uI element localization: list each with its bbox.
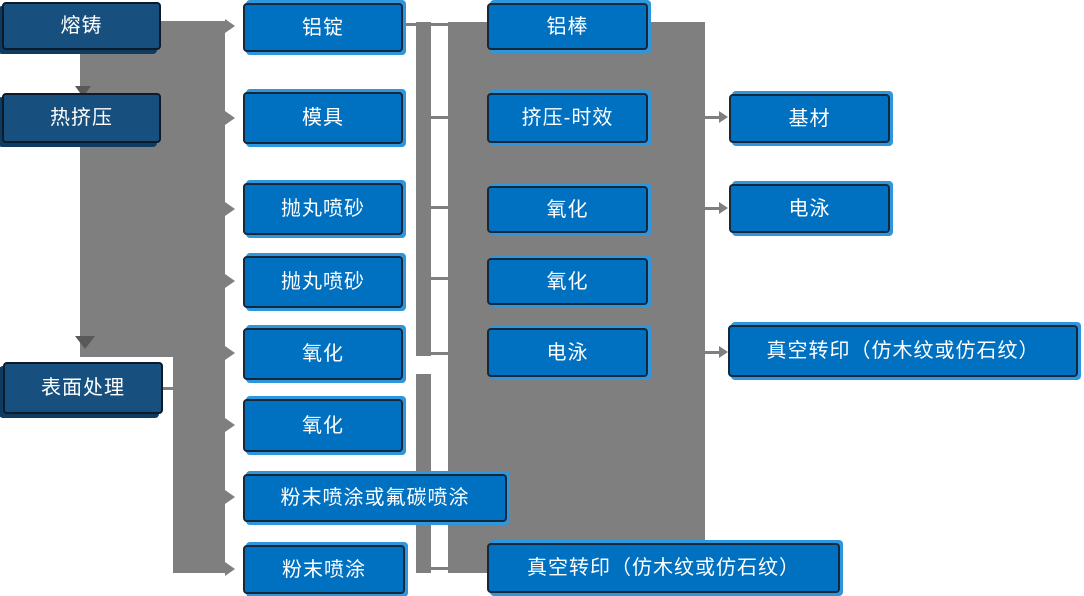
node-vacuum-transfer-right: 真空转印（仿木纹或仿石纹） — [728, 325, 1078, 377]
node-shot-blasting-2: 抛丸喷砂 — [243, 256, 403, 308]
tie-line-electrophoresis-row — [431, 352, 448, 355]
arrow-to-mold-icon — [225, 111, 235, 125]
arrow-to-shotblast2-icon — [225, 274, 235, 288]
tie-line-surface-treatment — [163, 387, 175, 390]
node-shot-blasting-1: 抛丸喷砂 — [243, 183, 403, 235]
arrow-to-ingot-icon — [225, 19, 235, 33]
node-electrophoresis-mid: 电泳 — [487, 328, 648, 377]
arrow-line-to-vacuum-transfer — [705, 351, 721, 354]
node-vacuum-transfer-bottom: 真空转印（仿木纹或仿石纹） — [487, 543, 840, 593]
arrow-to-powdercoat-fluoro-icon — [225, 490, 235, 504]
connector-bar-left-lower — [173, 356, 225, 573]
connector-bar-middle-lower — [416, 374, 431, 573]
node-mold: 模具 — [243, 92, 403, 144]
node-hot-extrusion: 热挤压 — [2, 93, 161, 143]
arrow-line-to-substrate — [705, 116, 721, 119]
node-melting: 熔铸 — [2, 2, 161, 50]
node-electrophoresis-right: 电泳 — [729, 184, 890, 233]
node-aluminum-ingot: 铝锭 — [243, 3, 403, 52]
node-oxidation-4: 氧化 — [487, 258, 648, 305]
connector-bar-middle-upper — [416, 22, 431, 356]
node-surface-treatment: 表面处理 — [3, 362, 163, 414]
arrow-line-to-electrophoresis — [705, 207, 721, 210]
connector-band-left — [80, 21, 225, 357]
tie-line-oxidation-row3 — [431, 206, 448, 209]
node-oxidation-2: 氧化 — [243, 399, 403, 452]
arrow-to-oxidation2-icon — [225, 418, 235, 432]
arrow-to-oxidation1-icon — [225, 346, 235, 360]
arrow-to-electrophoresis-icon — [719, 202, 728, 214]
node-oxidation-1: 氧化 — [243, 328, 403, 380]
tie-line-oxidation-row4 — [431, 277, 448, 280]
node-extrusion-aging: 挤压-时效 — [487, 93, 648, 143]
tie-line-ingot-to-rod — [406, 23, 448, 26]
tie-line-bottom-transfer-row — [428, 567, 450, 570]
arrow-to-vacuum-transfer-icon — [719, 346, 728, 358]
arrow-to-shotblast1-icon — [225, 202, 235, 216]
node-powder-or-fluorocarbon-coating: 粉末喷涂或氟碳喷涂 — [243, 474, 507, 522]
node-substrate: 基材 — [729, 94, 890, 143]
node-oxidation-3: 氧化 — [487, 186, 648, 233]
tie-line-mold-row — [431, 116, 448, 119]
node-powder-coating: 粉末喷涂 — [243, 545, 405, 594]
arrow-to-substrate-icon — [719, 111, 728, 123]
arrow-down-to-surface-treatment-icon — [75, 336, 95, 349]
node-aluminum-rod: 铝棒 — [487, 3, 648, 50]
arrow-to-powdercoat-icon — [225, 562, 235, 576]
arrow-down-melting-to-extrusion-icon — [75, 86, 91, 97]
